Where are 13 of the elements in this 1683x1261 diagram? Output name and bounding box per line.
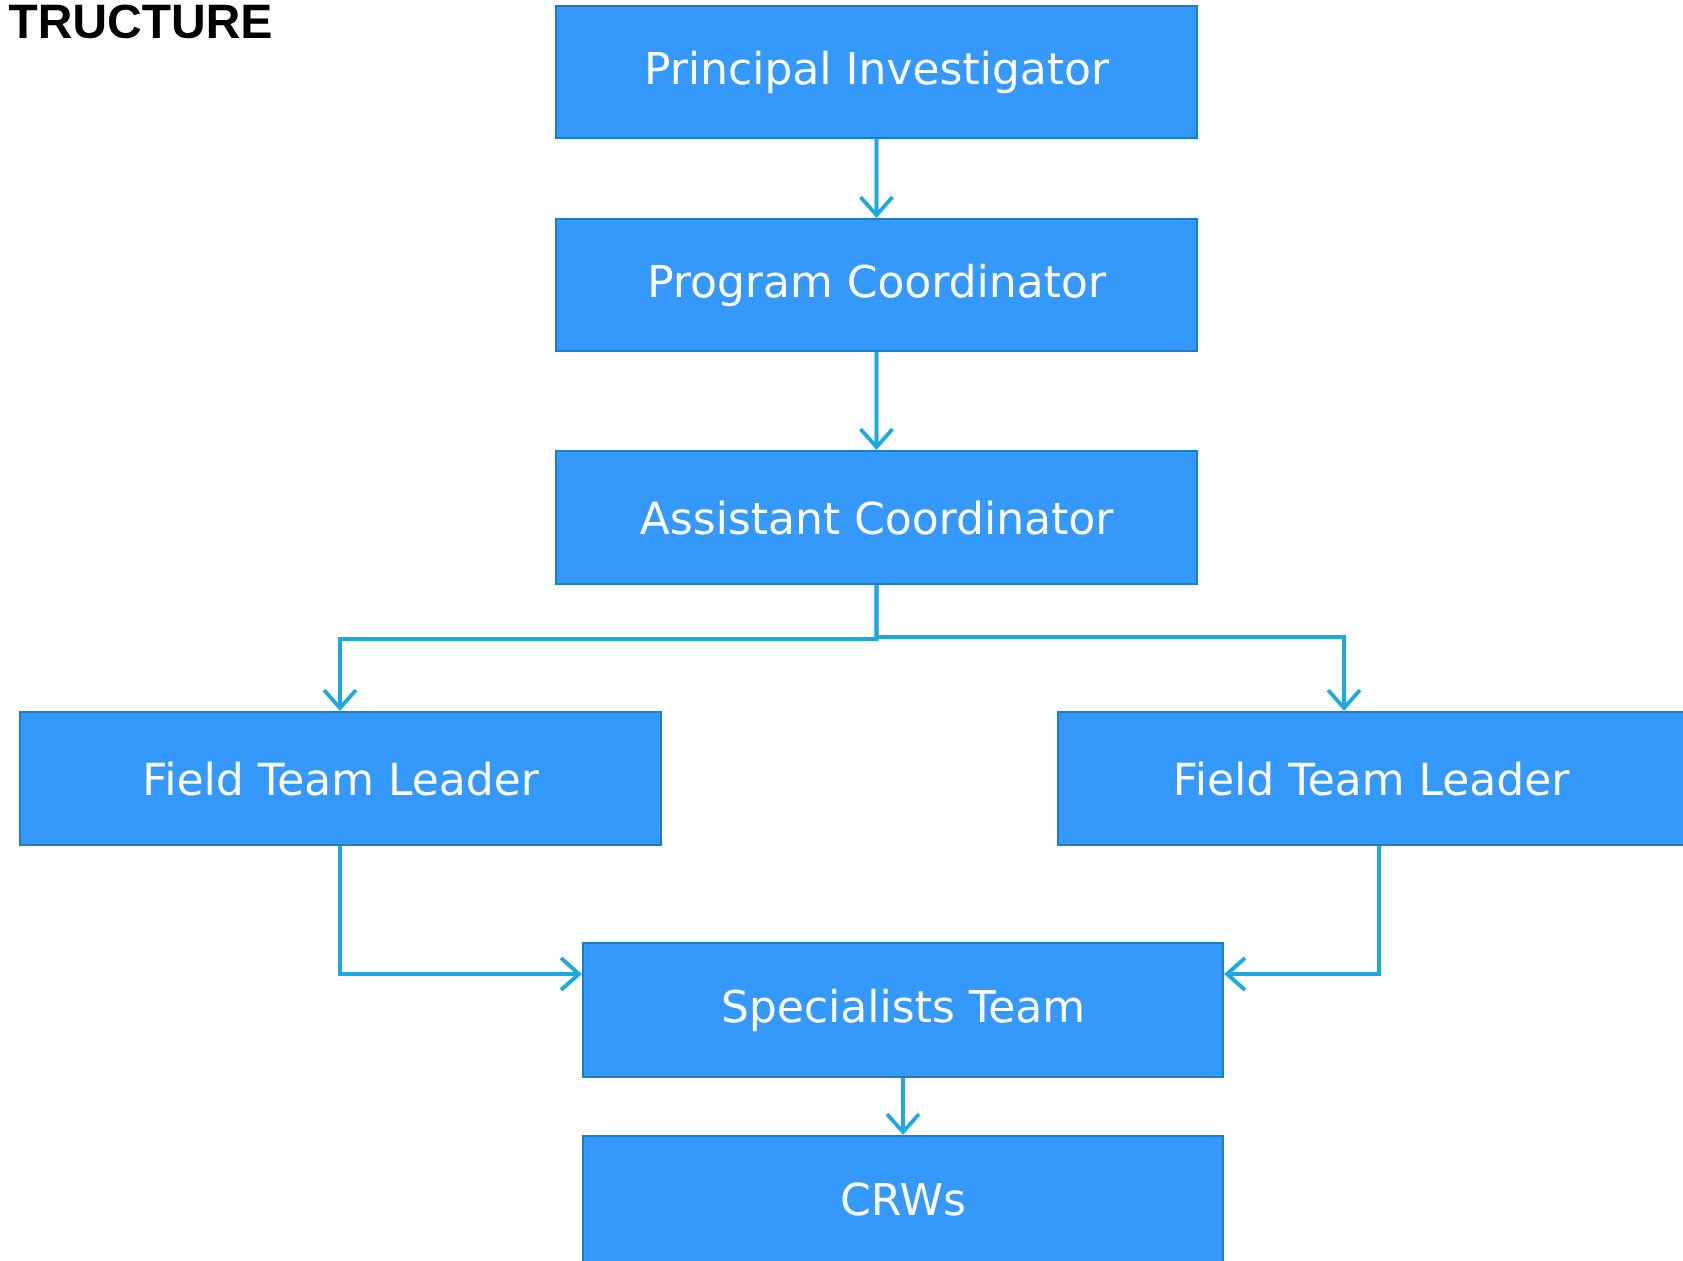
org-box: Assistant Coordinator <box>555 450 1198 585</box>
org-box: Field Team Leader <box>19 711 662 846</box>
title: TRUCTURE <box>8 4 271 39</box>
arrow <box>338 846 582 992</box>
arrow <box>874 585 1362 711</box>
org-box: Principal Investigator <box>555 5 1198 139</box>
arrow <box>859 139 894 218</box>
arrow <box>859 352 894 450</box>
org-box: CRWs <box>582 1135 1224 1261</box>
arrow <box>1224 846 1381 992</box>
org-box: Program Coordinator <box>555 217 1198 352</box>
org-box: Specialists Team <box>582 942 1224 1078</box>
org-box: Field Team Leader <box>1057 711 1683 846</box>
